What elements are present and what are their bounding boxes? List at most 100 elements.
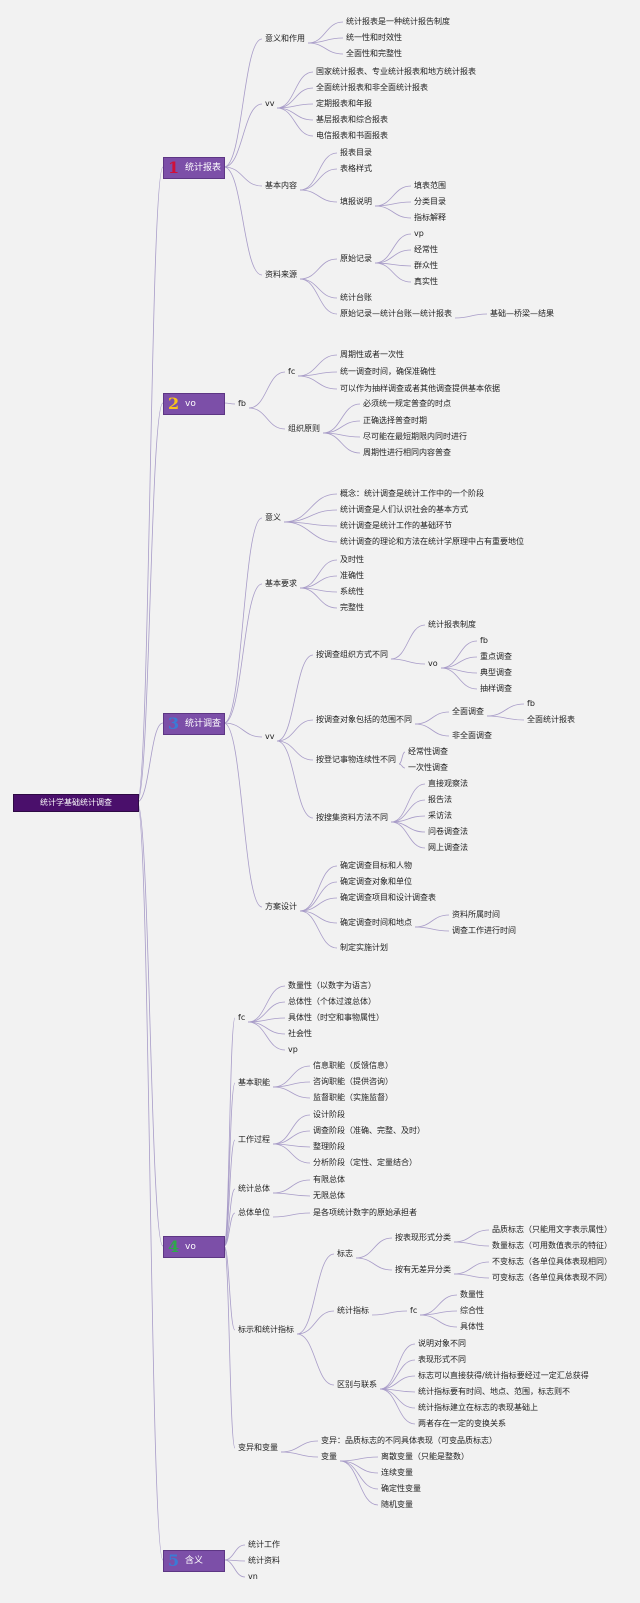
node-c-o[interactable]: 按调查组织方式不同 <box>316 650 388 659</box>
topic-meaning[interactable]: 5 含义 <box>163 1550 225 1572</box>
node-c-fa4[interactable]: 确定调查时间和地点 <box>340 918 412 927</box>
node-a-zl[interactable]: 资料来源 <box>265 270 297 279</box>
node-d-qb4[interactable]: 统计指标要有时间、地点、范围，标志则不 <box>418 1387 570 1396</box>
node-d-gz4[interactable]: 分析阶段（定性、定量结合） <box>313 1158 417 1167</box>
node-d-jn1[interactable]: 信息职能（反馈信息） <box>313 1061 393 1070</box>
node-d-bl3[interactable]: 确定性变量 <box>381 1484 421 1493</box>
node-c-r11[interactable]: fb <box>527 699 535 708</box>
node-c-fa3[interactable]: 确定调查项目和设计调查表 <box>340 893 436 902</box>
node-b-zz4[interactable]: 周期性进行相同内容普查 <box>363 448 451 457</box>
node-d-bl[interactable]: 变量 <box>321 1452 337 1461</box>
node-d-bz1[interactable]: 按表现形式分类 <box>395 1233 451 1242</box>
node-c-r12[interactable]: 全面统计报表 <box>527 715 575 724</box>
node-a-jb31[interactable]: 填表范围 <box>414 181 446 190</box>
topic-2[interactable]: 2 vo <box>163 393 225 415</box>
node-b-fc1[interactable]: 周期性或者一次性 <box>340 350 404 359</box>
node-a-zl1[interactable]: 原始记录 <box>340 254 372 263</box>
node-d-bz2[interactable]: 按有无差异分类 <box>395 1265 451 1274</box>
node-a-yy[interactable]: 意义和作用 <box>265 34 305 43</box>
node-c-fa42[interactable]: 调查工作进行时间 <box>452 926 516 935</box>
node-d-bz22[interactable]: 可变标志（各单位具体表现不同） <box>492 1273 612 1282</box>
node-d-jn3[interactable]: 监督职能（实施监督） <box>313 1093 393 1102</box>
node-d-zb2[interactable]: 综合性 <box>460 1306 484 1315</box>
node-c-c2[interactable]: 一次性调查 <box>408 763 448 772</box>
node-d-gz2[interactable]: 调查阶段（准确、完整、及时） <box>313 1126 425 1135</box>
node-c-o21[interactable]: fb <box>480 636 488 645</box>
node-d-bz21[interactable]: 不变标志（各单位具体表现相同） <box>492 1257 612 1266</box>
node-c-fa41[interactable]: 资料所属时间 <box>452 910 500 919</box>
node-d-zt[interactable]: 统计总体 <box>238 1184 270 1193</box>
node-a-vv1[interactable]: 国家统计报表、专业统计报表和地方统计报表 <box>316 67 476 76</box>
topic-statistical-report[interactable]: 1 统计报表 <box>163 157 225 179</box>
root-topic[interactable]: 统计学基础统计调查 <box>13 794 139 812</box>
node-a-zl12[interactable]: 经常性 <box>414 245 438 254</box>
node-a-vv4[interactable]: 基层报表和综合报表 <box>316 115 388 124</box>
node-a-zl2[interactable]: 统计台账 <box>340 293 372 302</box>
node-b-zz3[interactable]: 尽可能在最短期限内同时进行 <box>363 432 467 441</box>
node-d-gz[interactable]: 工作过程 <box>238 1135 270 1144</box>
node-b-fc[interactable]: fc <box>288 367 296 376</box>
node-c-o24[interactable]: 抽样调查 <box>480 684 512 693</box>
node-d-zbfc[interactable]: fc <box>410 1306 418 1315</box>
node-c-o2[interactable]: vo <box>428 659 438 668</box>
node-d-gz1[interactable]: 设计阶段 <box>313 1110 345 1119</box>
node-c-yy4[interactable]: 统计调查的理论和方法在统计学原理中占有重要地位 <box>340 537 524 546</box>
node-c-yq1[interactable]: 及时性 <box>340 555 364 564</box>
node-c-m3[interactable]: 采访法 <box>428 811 452 820</box>
node-b-fb[interactable]: fb <box>238 399 246 408</box>
node-d-dw[interactable]: 总体单位 <box>238 1208 270 1217</box>
node-c-c[interactable]: 按登记事物连续性不同 <box>316 755 396 764</box>
topic-statistical-survey[interactable]: 3 统计调查 <box>163 713 225 735</box>
topic-4[interactable]: 4 vo <box>163 1236 225 1258</box>
node-c-o1[interactable]: 统计报表制度 <box>428 620 476 629</box>
node-d-zb1[interactable]: 数量性 <box>460 1290 484 1299</box>
node-c-o23[interactable]: 典型调查 <box>480 668 512 677</box>
node-a-jb3[interactable]: 填报说明 <box>340 197 372 206</box>
node-d-jn2[interactable]: 咨询职能（提供咨询） <box>313 1077 393 1086</box>
node-a-jb33[interactable]: 指标解释 <box>414 213 446 222</box>
node-a-vv[interactable]: vv <box>265 99 275 108</box>
node-c-r2[interactable]: 非全面调查 <box>452 731 492 740</box>
node-d-fc3[interactable]: 具体性（时空和事物属性） <box>288 1013 384 1022</box>
node-c-yq3[interactable]: 系统性 <box>340 587 364 596</box>
node-d-dw1[interactable]: 是各项统计数字的原始承担者 <box>313 1208 417 1217</box>
node-c-fa2[interactable]: 确定调查对象和单位 <box>340 877 412 886</box>
node-c-m[interactable]: 按搜集资料方法不同 <box>316 813 388 822</box>
node-d-qb2[interactable]: 表现形式不同 <box>418 1355 466 1364</box>
node-d-zt1[interactable]: 有限总体 <box>313 1175 345 1184</box>
node-c-m4[interactable]: 问卷调查法 <box>428 827 468 836</box>
node-d-qb6[interactable]: 两者存在一定的变换关系 <box>418 1419 506 1428</box>
node-d-zb3[interactable]: 具体性 <box>460 1322 484 1331</box>
node-c-vv[interactable]: vv <box>265 732 275 741</box>
node-a-yy3[interactable]: 全面性和完整性 <box>346 49 402 58</box>
node-d-fc1[interactable]: 数量性（以数字为语言） <box>288 981 376 990</box>
node-e-3[interactable]: vn <box>248 1572 258 1581</box>
node-e-1[interactable]: 统计工作 <box>248 1540 280 1549</box>
node-b-zz1[interactable]: 必须统一规定普查的时点 <box>363 399 451 408</box>
node-d-qb5[interactable]: 统计指标建立在标志的表现基础上 <box>418 1403 538 1412</box>
node-a-yy2[interactable]: 统一性和时效性 <box>346 33 402 42</box>
node-b-zz[interactable]: 组织原则 <box>288 424 320 433</box>
node-c-c1[interactable]: 经常性调查 <box>408 747 448 756</box>
node-a-jb2[interactable]: 表格样式 <box>340 164 372 173</box>
node-b-fc2[interactable]: 统一调查时间，确保准确性 <box>340 367 436 376</box>
node-c-fa[interactable]: 方案设计 <box>265 902 297 911</box>
node-e-2[interactable]: 统计资料 <box>248 1556 280 1565</box>
node-b-fc3[interactable]: 可以作为抽样调查或者其他调查提供基本依据 <box>340 384 500 393</box>
node-a-zl3[interactable]: 原始记录—统计台账—统计报表 <box>340 309 452 318</box>
node-a-zl11[interactable]: vp <box>414 229 424 238</box>
node-d-bz[interactable]: 标志 <box>337 1249 353 1258</box>
node-d-fc2[interactable]: 总体性（个体过渡总体） <box>288 997 376 1006</box>
node-c-yy[interactable]: 意义 <box>265 513 281 522</box>
node-c-m5[interactable]: 网上调查法 <box>428 843 468 852</box>
node-d-bs[interactable]: 标示和统计指标 <box>238 1325 294 1334</box>
node-b-zz2[interactable]: 正确选择普查时期 <box>363 416 427 425</box>
node-d-jn[interactable]: 基本职能 <box>238 1078 270 1087</box>
node-d-gz3[interactable]: 整理阶段 <box>313 1142 345 1151</box>
node-c-fa1[interactable]: 确定调查目标和人物 <box>340 861 412 870</box>
node-a-vv5[interactable]: 电信报表和书面报表 <box>316 131 388 140</box>
node-d-qb[interactable]: 区别与联系 <box>337 1380 377 1389</box>
node-c-o22[interactable]: 重点调查 <box>480 652 512 661</box>
node-d-bl4[interactable]: 随机变量 <box>381 1500 413 1509</box>
node-d-bl1[interactable]: 离散变量（只能是整数） <box>381 1452 469 1461</box>
